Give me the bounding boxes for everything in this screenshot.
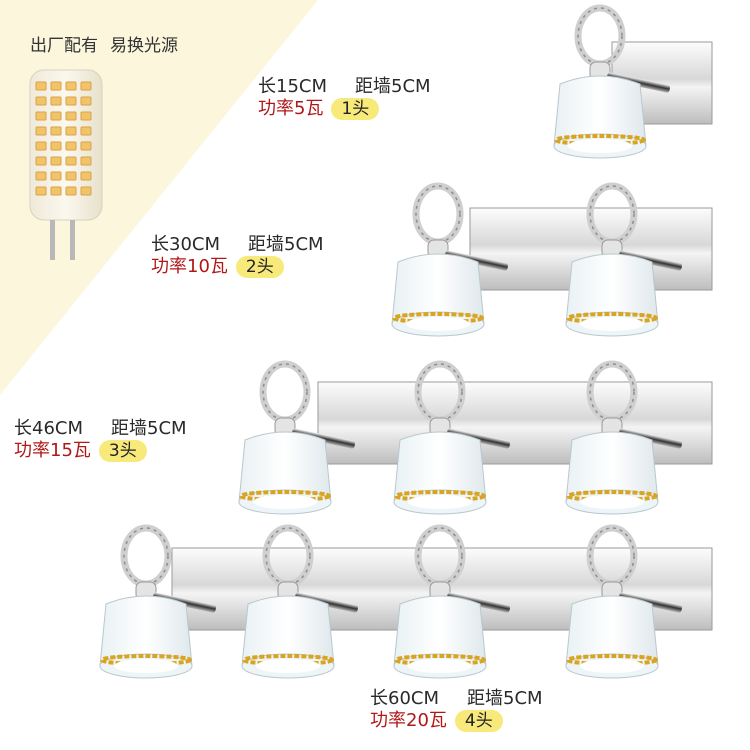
lamp-head: [238, 360, 356, 515]
light-source-caption: 出厂配有易换光源: [30, 31, 178, 56]
spec-distance: 距墙5CM: [248, 234, 324, 255]
lamp-head: [241, 524, 359, 679]
lamp-head: [393, 524, 511, 679]
lamp-head: [565, 182, 683, 337]
heads-badge: 1头: [331, 98, 380, 120]
lamp-head: [565, 360, 683, 515]
spec-length: 长46CM: [14, 418, 84, 439]
spec-block-4: 长60CM 距墙5CM 功率20瓦 4头: [370, 688, 543, 732]
lamp-head: [553, 4, 671, 159]
lamp-head: [99, 524, 217, 679]
spec-block-3: 长46CM 距墙5CM 功率15瓦 3头: [14, 418, 187, 462]
spec-block-2: 长30CM 距墙5CM 功率10瓦 2头: [151, 234, 324, 278]
spec-power: 功率5瓦: [258, 98, 324, 119]
led-bulb-image: [29, 69, 103, 260]
spec-distance: 距墙5CM: [111, 418, 187, 439]
heads-badge: 2头: [235, 256, 284, 278]
spec-distance: 距墙5CM: [355, 76, 431, 97]
caption-easy-replace: 易换光源: [110, 36, 178, 56]
spec-length: 长30CM: [151, 234, 221, 255]
caption-factory-equipped: 出厂配有: [30, 36, 98, 56]
lamp-head: [391, 182, 509, 337]
spec-power: 功率15瓦: [14, 440, 91, 461]
spec-length: 长60CM: [370, 688, 440, 709]
spec-power: 功率20瓦: [370, 710, 447, 731]
heads-badge: 3头: [98, 440, 147, 462]
spec-length: 长15CM: [258, 76, 328, 97]
spec-distance: 距墙5CM: [467, 688, 543, 709]
spec-block-1: 长15CM 距墙5CM 功率5瓦 1头: [258, 76, 431, 120]
spec-power: 功率10瓦: [151, 256, 228, 277]
lamp-head: [393, 360, 511, 515]
lamp-head: [565, 524, 683, 679]
heads-badge: 4头: [454, 710, 503, 732]
